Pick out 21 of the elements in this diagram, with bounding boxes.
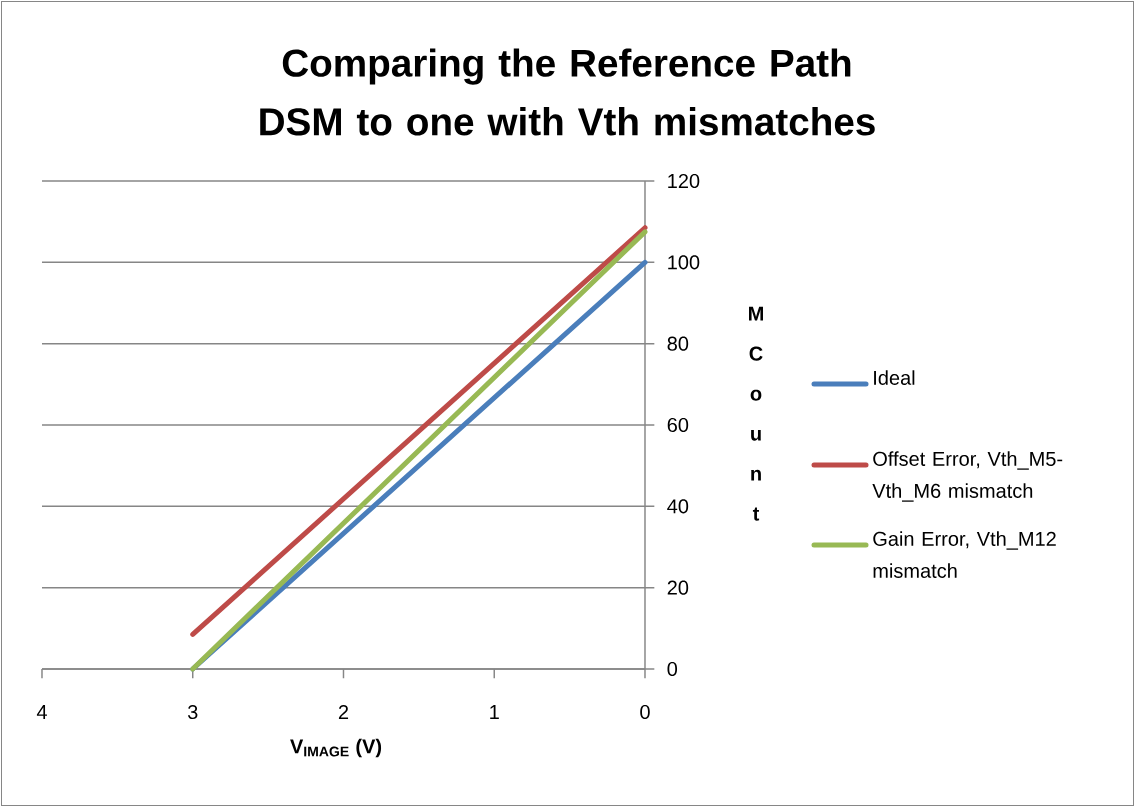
tick-label: 60 — [667, 417, 689, 433]
tick-label: 2 — [338, 705, 349, 719]
legend-label: Gain Error, Vth_M12 mismatch — [873, 531, 1056, 578]
legend-item: Ideal — [811, 370, 915, 387]
axis-title: M Count — [749, 306, 763, 521]
legend-item: Gain Error, Vth_M12 mismatch — [811, 531, 1056, 578]
tick-label: 1 — [490, 705, 499, 719]
tick-label: 40 — [667, 499, 689, 514]
tick-label: 120 — [668, 173, 700, 189]
tick-label: 4 — [36, 705, 47, 719]
tick-label: 3 — [187, 704, 198, 720]
tick-label: 0 — [667, 661, 678, 677]
legend-label: Ideal — [874, 370, 915, 385]
tick-label: 80 — [667, 336, 689, 351]
legend-item: Offset Error, Vth_M5-Vth_M6 mismatch — [811, 451, 1063, 502]
tick-label: 100 — [668, 255, 700, 270]
axis-title: V$_{IMAGE}$ (V) — [290, 738, 382, 758]
chart-title: Comparing the Reference Path DSM to one with Vth mismatches — [260, 48, 875, 136]
tick-label: 0 — [640, 704, 650, 720]
tick-label: 20 — [667, 580, 689, 595]
legend-label: Offset Error, Vth_M5-Vth_M6 mismatch — [872, 451, 1063, 502]
